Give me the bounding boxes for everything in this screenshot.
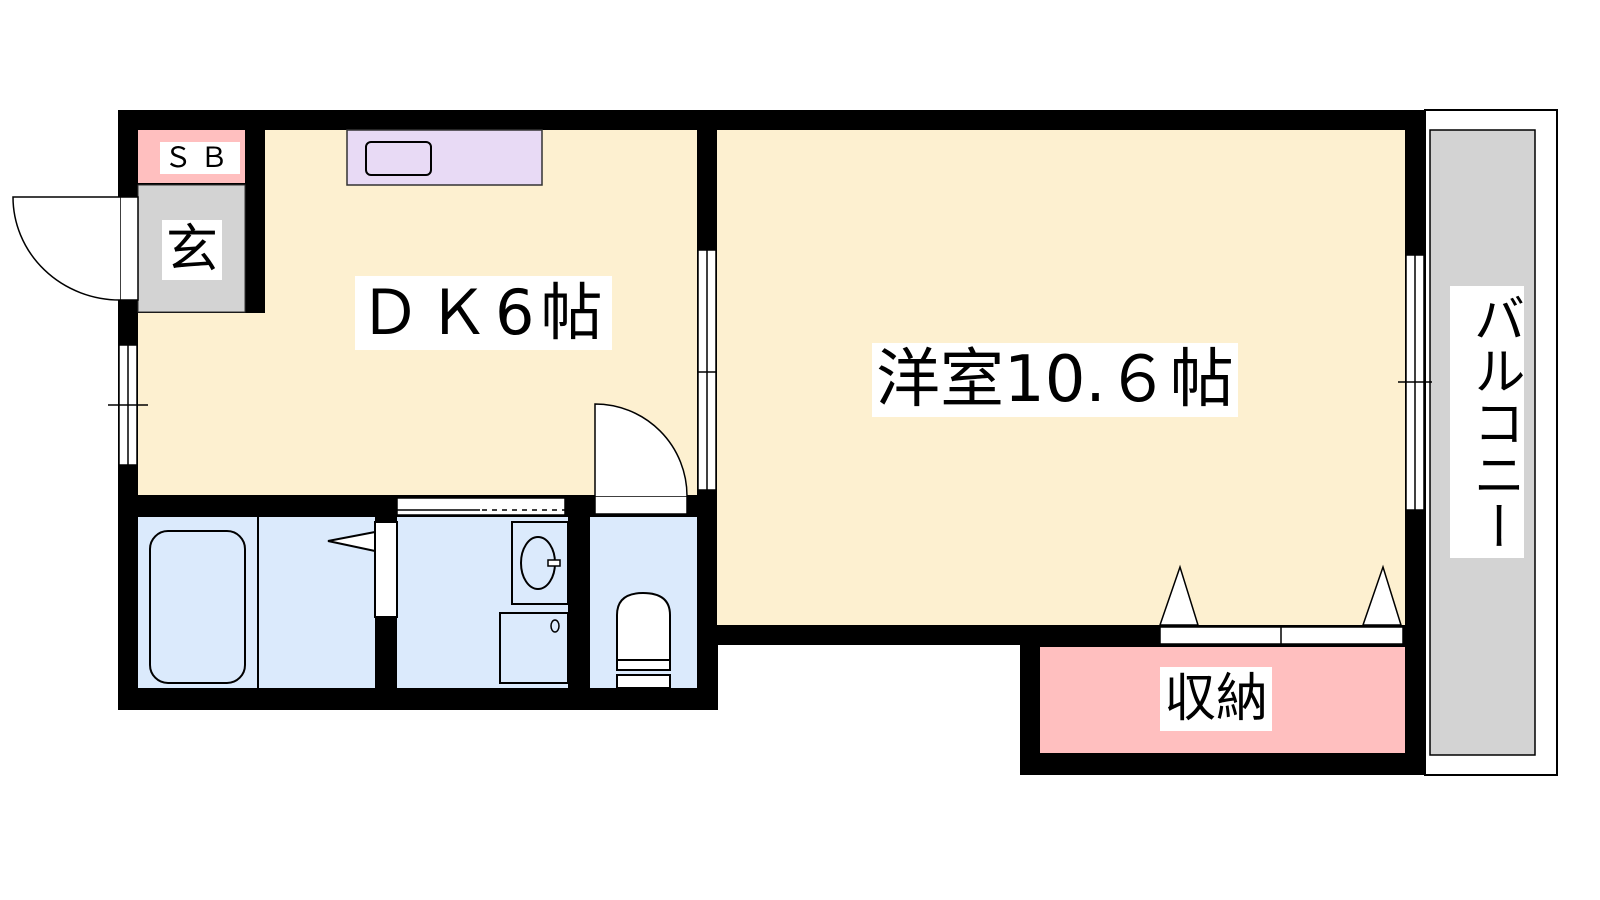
bathtub-icon: [149, 530, 246, 684]
window-dk-western: [697, 249, 717, 491]
toilet-icon: [616, 591, 671, 689]
kitchen-counter: [346, 129, 543, 186]
washroom-sliding-door[interactable]: [396, 497, 566, 516]
balcony-label: バルコニー: [1450, 286, 1524, 558]
bath-door[interactable]: [374, 521, 398, 618]
bath-door-swing-icon: [327, 530, 376, 553]
window-balcony: [1398, 254, 1432, 511]
western-room-label: 洋室10.６帖: [872, 343, 1238, 417]
entrance-door[interactable]: [12, 196, 139, 301]
dining-kitchen-label: ＤＫ6帖: [355, 276, 613, 350]
window-left: [108, 344, 148, 466]
vanity-icon: [511, 521, 569, 605]
washroom-floor: [397, 517, 568, 688]
bathroom-floor: [138, 517, 375, 688]
toilet-door[interactable]: [594, 403, 688, 515]
kitchen-sink-icon: [365, 141, 432, 176]
storage-doors[interactable]: [1158, 564, 1404, 645]
entrance-label: 玄: [162, 220, 223, 280]
storage-label: 収納: [1160, 667, 1273, 731]
washing-machine-icon: [499, 612, 569, 684]
shoe-box-label: ＳＢ: [160, 142, 241, 174]
